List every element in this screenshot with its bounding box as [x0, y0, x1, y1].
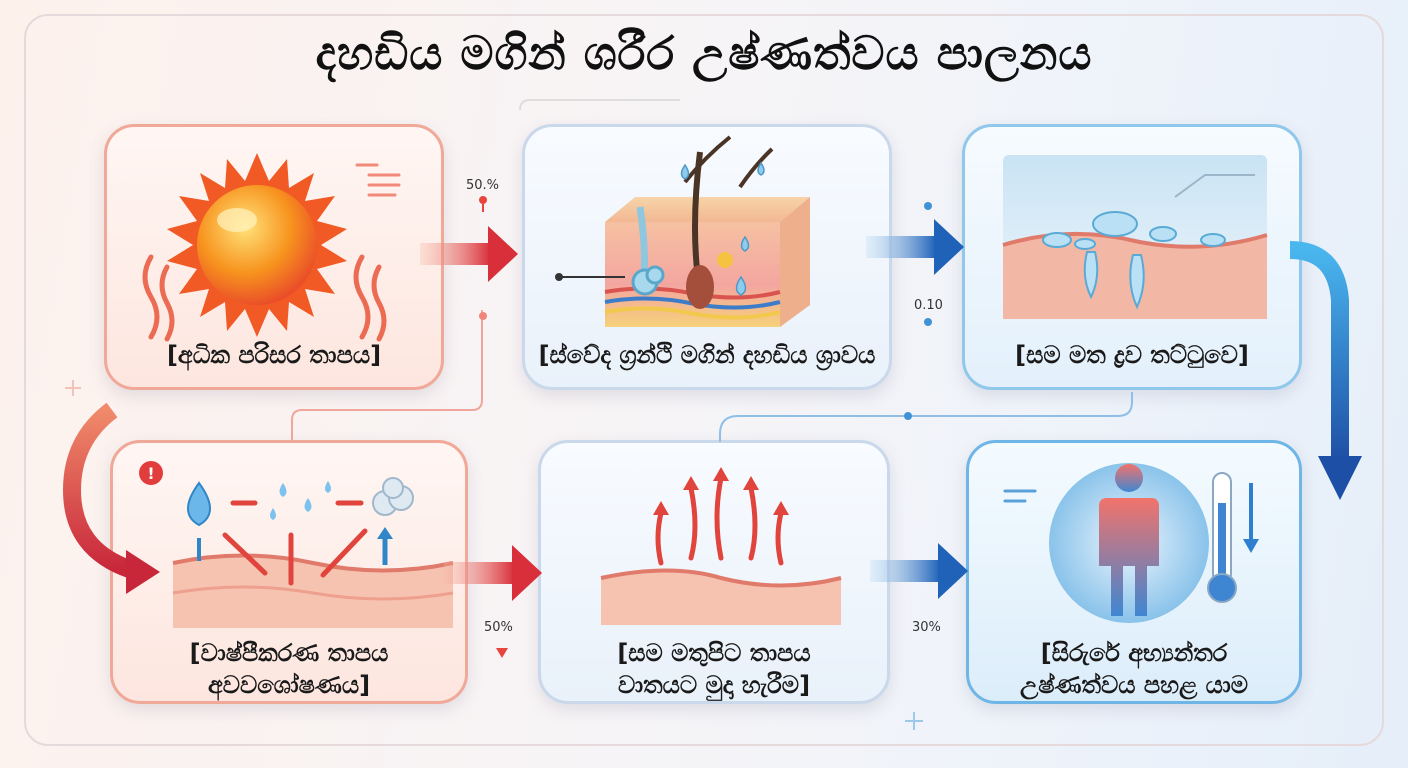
step-card-surface-liquid: [සම මත ද්‍රව තට්ටුවෙ]: [962, 124, 1302, 390]
step-card-heat-release: [සම මතුපිට තාපය වාතයට මුදා හැරීම]: [538, 440, 890, 704]
step-label-body-temperature-line1: [සිරුරේ අභ්‍යන්තර: [1040, 639, 1228, 667]
step-label-heat-release-line1: [සම මතුපිට තාපය: [617, 639, 811, 667]
step-label-evaporation-line1: [වාෂ්පීකරණ තාපය: [189, 639, 389, 667]
step-label-evaporation-line2: අවවශෝෂණය]: [207, 671, 371, 699]
evaporation-icon: !: [139, 461, 454, 628]
step-card-evaporation: ! [වාෂ්පීකරණ තාපය අවවශෝෂණය]: [110, 440, 468, 704]
step-label-body-temperature-line2: උෂ්ණත්වය පහළ යාම: [1019, 671, 1249, 699]
annotation-4: 30%: [912, 620, 941, 635]
heat-release-icon: [600, 467, 842, 625]
step-card-environment-heat: [අධික පරිසර තාපය]: [104, 124, 444, 390]
step-label-heat-release-line2: වාතයට මුදා හැරීම]: [617, 671, 811, 699]
step-card-sweat-secretion: [ස්වේද ග්‍රන්ථි මගින් දහඩිය ශ්‍රාවය: [522, 124, 892, 390]
body-thermometer-icon: [1003, 463, 1259, 623]
annotation-2: 0.10: [914, 298, 943, 313]
svg-text:!: !: [147, 464, 154, 483]
step-label-sweat-secretion: [ස්වේද ග්‍රන්ථි මගින් දහඩිය ශ්‍රාවය: [538, 341, 876, 369]
sun-icon: [142, 153, 401, 342]
page-title: දහඩිය මගින් ශරීර උෂ්ණත්වය පාලනය: [315, 26, 1093, 80]
background-frame: [24, 14, 1384, 746]
skin-cross-section-icon: [555, 135, 810, 327]
step-label-environment-heat: [අධික පරිසර තාපය]: [166, 341, 382, 369]
skin-surface-droplets-icon: [1002, 155, 1268, 319]
annotation-1: 50.%: [466, 178, 500, 193]
step-label-surface-liquid: [සම මත ද්‍රව තට්ටුවෙ]: [1015, 341, 1249, 369]
annotation-3: 50%: [484, 620, 513, 635]
step-card-body-temperature: [සිරුරේ අභ්‍යන්තර උෂ්ණත්වය පහළ යාම: [966, 440, 1302, 704]
